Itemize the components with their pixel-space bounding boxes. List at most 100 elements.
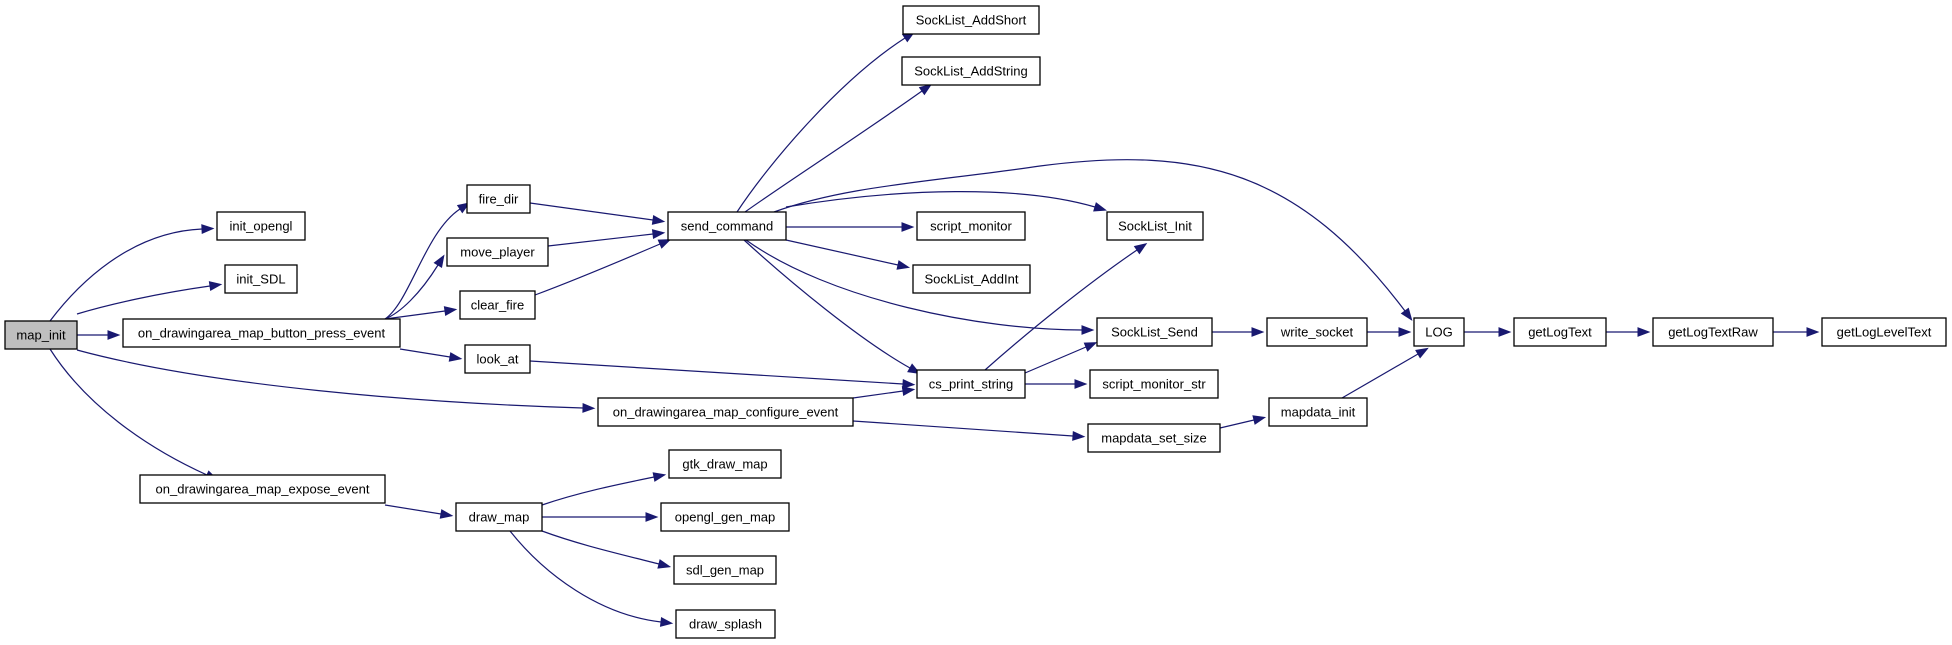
node-label: opengl_gen_map [675,510,775,525]
edge-send_command-to-SockList_AddInt [785,239,911,270]
arrowhead-icon [448,352,463,362]
arrowhead-icon [201,224,215,234]
node-label: fire_dir [479,192,519,207]
node-label: script_monitor [930,219,1012,234]
node-move_player[interactable]: move_player [446,237,549,267]
node-configure[interactable]: on_drawingarea_map_configure_event [597,397,854,427]
node-label: gtk_draw_map [682,457,767,472]
node-SockList_AddString[interactable]: SockList_AddString [901,56,1041,86]
node-gtk_draw_map[interactable]: gtk_draw_map [668,449,782,479]
node-label: write_socket [1280,325,1354,340]
edge-btn_press-to-move_player [384,254,445,320]
edge-draw_map-to-sdl_gen_map [541,530,672,569]
node-clear_fire[interactable]: clear_fire [459,290,536,320]
node-label: map_init [16,328,66,343]
node-mapdata_set_size[interactable]: mapdata_set_size [1087,423,1221,453]
node-look_at[interactable]: look_at [464,344,531,374]
node-init_SDL[interactable]: init_SDL [224,264,298,294]
arrowhead-icon [582,403,596,413]
node-label: draw_map [469,510,530,525]
node-label: look_at [477,352,519,367]
arrowhead-icon [456,202,471,214]
arrowhead-icon [645,512,659,522]
arrowhead-icon [1637,327,1651,337]
arrowhead-icon [651,215,666,225]
node-script_monitor_str[interactable]: script_monitor_str [1089,369,1219,399]
node-SockList_AddInt[interactable]: SockList_AddInt [912,264,1031,294]
arrowhead-icon [896,260,911,270]
node-label: SockList_AddString [914,64,1027,79]
edge-send_command-to-SockList_AddString [744,83,933,213]
edge-cs_print_string-to-SockList_Init [984,243,1148,371]
node-label: LOG [1425,325,1452,340]
arrowhead-icon [439,509,454,519]
node-fire_dir[interactable]: fire_dir [466,184,531,214]
edge-btn_press-to-look_at [399,348,463,362]
node-label: cs_print_string [929,377,1014,392]
arrowhead-icon [657,559,672,569]
arrowhead-icon [1398,327,1412,337]
arrowhead-icon [657,239,672,249]
node-label: mapdata_set_size [1101,431,1207,446]
node-sdl_gen_map[interactable]: sdl_gen_map [673,555,777,585]
node-draw_splash[interactable]: draw_splash [675,609,776,639]
arrowhead-icon [1806,327,1820,337]
node-label: init_opengl [230,219,293,234]
edge-map_init-to-expose [49,348,219,481]
edge-expose-to-draw_map [384,504,454,519]
node-LOG[interactable]: LOG [1413,317,1465,347]
arrowhead-icon [1081,325,1095,335]
node-label: sdl_gen_map [686,563,764,578]
arrowhead-icon [1072,431,1086,441]
edge-look_at-to-cs_print_string [529,360,916,389]
node-SockList_Send[interactable]: SockList_Send [1096,317,1213,347]
edge-send_command-to-cs_print_string [743,239,921,375]
arrowhead-icon [1251,327,1265,337]
node-label: SockList_AddShort [916,13,1027,28]
node-getLogText[interactable]: getLogText [1513,317,1607,347]
node-init_opengl[interactable]: init_opengl [216,211,306,241]
edge-draw_map-to-opengl_gen_map [542,512,659,522]
node-SockList_Init[interactable]: SockList_Init [1106,211,1204,241]
edge-send_command-to-SockList_Send [745,239,1095,335]
node-label: draw_splash [689,617,762,632]
node-label: clear_fire [471,298,524,313]
edge-mapdata_set_size-to-mapdata_init [1219,415,1267,429]
arrowhead-icon [1415,347,1429,359]
node-write_socket[interactable]: write_socket [1266,317,1368,347]
arrowhead-icon [918,83,933,96]
edge-write_socket-to-LOG [1367,327,1412,337]
edge-send_command-to-SockList_AddShort [736,31,916,213]
arrowhead-icon [1074,379,1088,389]
edge-map_init-to-init_SDL [76,281,223,315]
arrowhead-icon [652,472,667,482]
node-opengl_gen_map[interactable]: opengl_gen_map [660,502,790,532]
node-label: mapdata_init [1281,405,1356,420]
arrowhead-icon [1093,202,1107,212]
node-send_command[interactable]: send_command [667,211,787,241]
edge-map_init-to-configure [76,349,596,413]
node-label: init_SDL [236,272,285,287]
arrowhead-icon [1252,415,1267,425]
edge-getLogText-to-getLogTextRaw [1606,327,1651,337]
node-SockList_AddShort[interactable]: SockList_AddShort [902,5,1040,35]
node-expose[interactable]: on_drawingarea_map_expose_event [139,474,386,504]
edge-getLogTextRaw-to-getLogLevelText [1773,327,1820,337]
edge-btn_press-to-clear_fire [384,306,458,320]
node-draw_map[interactable]: draw_map [455,502,543,532]
node-label: SockList_Init [1118,219,1192,234]
node-mapdata_init[interactable]: mapdata_init [1268,397,1368,427]
node-cs_print_string[interactable]: cs_print_string [916,369,1026,399]
node-getLogTextRaw[interactable]: getLogTextRaw [1652,317,1774,347]
node-label: getLogText [1528,325,1592,340]
node-map_init[interactable]: map_init [4,320,78,350]
call-graph-edges [49,31,1820,627]
node-label: SockList_Send [1111,325,1198,340]
node-script_monitor[interactable]: script_monitor [916,211,1026,241]
node-label: on_drawingarea_map_expose_event [156,482,370,497]
node-btn_press[interactable]: on_drawingarea_map_button_press_event [122,318,401,348]
arrowhead-icon [902,379,916,389]
node-label: on_drawingarea_map_configure_event [613,405,839,420]
node-getLogLevelText[interactable]: getLogLevelText [1821,317,1947,347]
